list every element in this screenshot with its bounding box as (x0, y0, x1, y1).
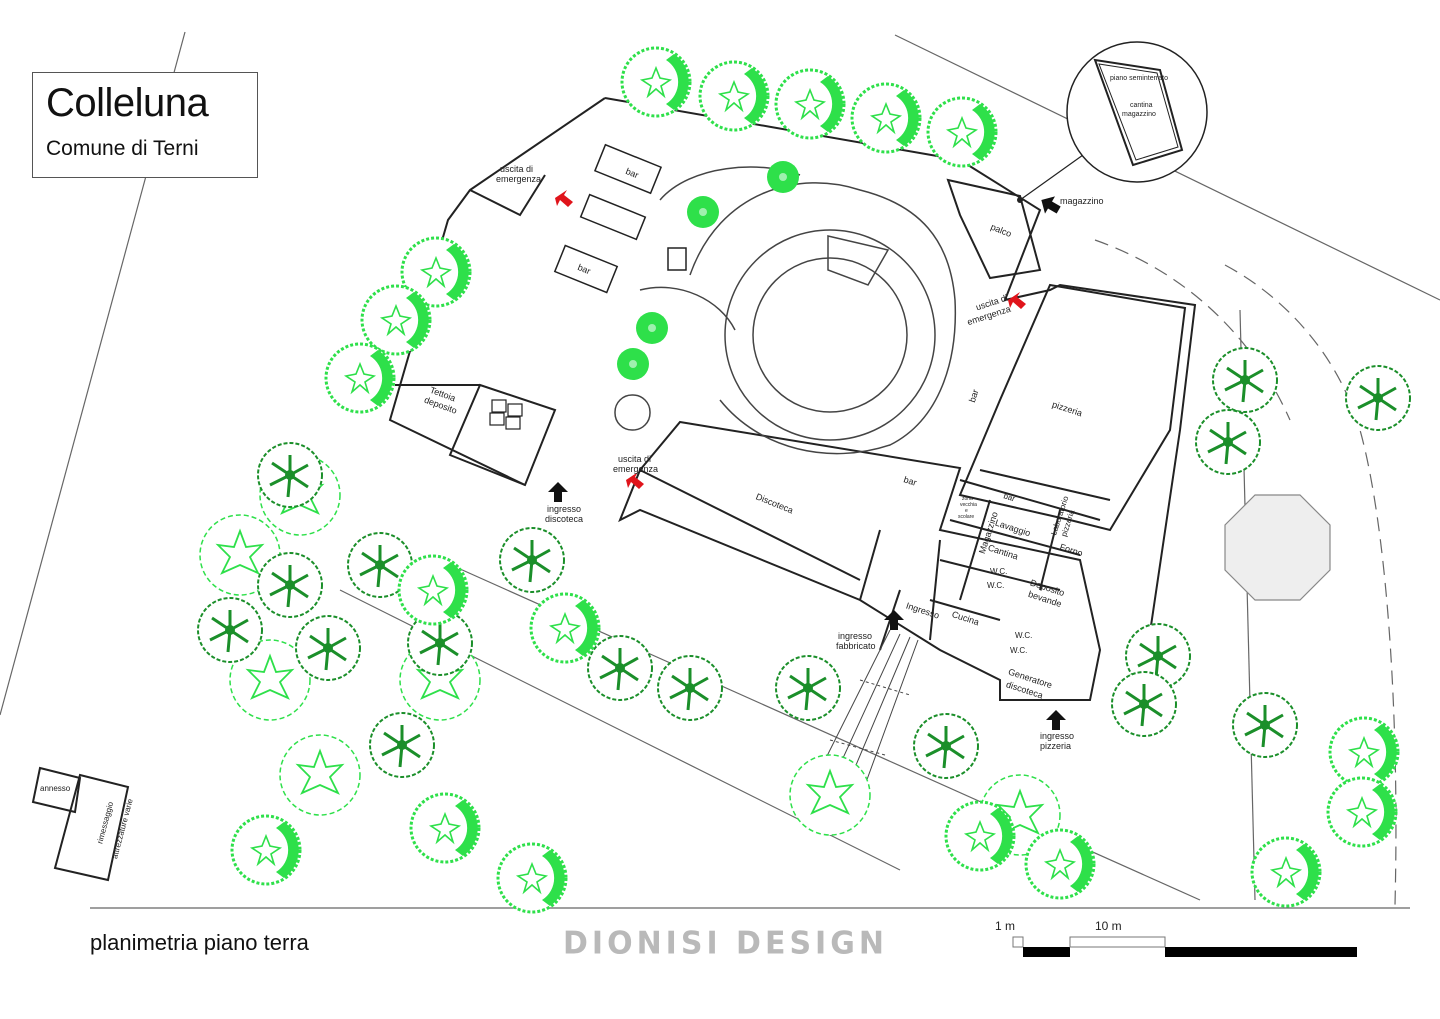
room-zona-1: zona (962, 496, 973, 502)
label-uscita-1a: uscita di (500, 164, 533, 174)
building-walls (388, 97, 1197, 701)
room-zona-2: vecchia (960, 502, 977, 508)
bar-counters (553, 143, 687, 294)
room-lavaggio: Lavaggio (994, 518, 1032, 539)
label-ingresso-pizzeria-2: pizzeria (1040, 741, 1071, 751)
emergency-arrow-icon (1008, 292, 1026, 309)
label-uscita-3a: uscita di (618, 454, 651, 464)
dance-floor (614, 166, 957, 455)
project-subtitle: Comune di Terni (46, 137, 199, 160)
room-pizzeria: pizzeria (1051, 399, 1084, 418)
octagon-gazebo (1224, 494, 1331, 601)
annesso-building (31, 766, 130, 882)
room-wc-2: W.C. (987, 581, 1004, 590)
room-ingresso: Ingresso (905, 600, 941, 620)
label-ingresso-fabbricato-2: fabbricato (836, 641, 876, 651)
room-cucina: Cucina (951, 609, 981, 627)
room-bar-5: bar (1002, 491, 1016, 503)
trees (196, 46, 1412, 914)
room-discoteca: Discoteca (754, 491, 794, 515)
inset-room-label-1: cantina (1130, 102, 1153, 109)
title-block: Colleluna Comune di Terni (32, 72, 258, 178)
inset-room-label-2: magazzino (1122, 111, 1156, 118)
room-bar-2: bar (576, 262, 592, 276)
label-ingresso-discoteca-1: ingresso (547, 504, 581, 514)
label-ingresso-fabbricato-1: ingresso (838, 631, 872, 641)
inset-basement (1017, 41, 1208, 203)
room-palco: palco (989, 222, 1013, 239)
room-annesso: annesso (40, 784, 71, 793)
drawing-caption: planimetria piano terra (90, 930, 309, 955)
emergency-arrow-icon (555, 190, 573, 207)
room-wc-3: W.C. (1015, 631, 1032, 640)
label-uscita-3b: emergenza (613, 464, 658, 474)
label-ingresso-pizzeria-1: ingresso (1040, 731, 1074, 741)
entry-arrow-icon (548, 482, 568, 502)
room-zona-4: scolare (958, 514, 974, 520)
room-bar-3: bar (902, 474, 917, 488)
room-rimessaggio-1: rimessaggio (95, 800, 115, 845)
scale-bar: 1 m 10 m (995, 919, 1357, 957)
room-zona-3: e (965, 508, 968, 514)
scale-label-10m: 10 m (1095, 919, 1122, 933)
brand-logo: DIONISI DESIGN (563, 925, 888, 962)
scale-label-1m: 1 m (995, 919, 1015, 933)
inset-level-label: piano seminterrato (1110, 75, 1168, 82)
label-ingresso-discoteca-2: discoteca (545, 514, 583, 524)
room-bar-4: bar (967, 388, 981, 403)
tettoia-wc (489, 399, 523, 430)
emergency-arrow-icon (626, 472, 644, 489)
room-wc-1: W.C. (990, 567, 1007, 576)
label-magazzino-access: magazzino (1060, 196, 1104, 206)
room-bar-1: bar (624, 166, 640, 180)
label-uscita-1b: emergenza (496, 174, 541, 184)
entry-arrow-icon (1046, 710, 1066, 730)
room-wc-4: W.C. (1010, 646, 1027, 655)
project-title: Colleluna (46, 81, 209, 125)
